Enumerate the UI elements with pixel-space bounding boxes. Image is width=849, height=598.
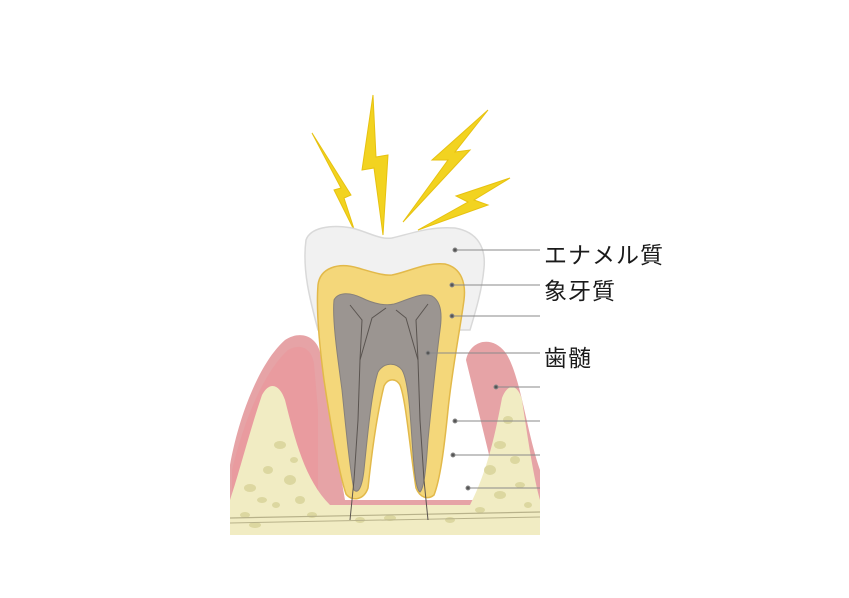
pain-lightning-icons <box>311 94 511 236</box>
label-enamel: エナメル質 <box>544 243 664 269</box>
label-dentin: 象牙質 <box>544 279 616 305</box>
label-pulp: 歯髄 <box>544 346 592 372</box>
nerves <box>349 303 429 521</box>
leader-lines <box>425 247 540 491</box>
pulp <box>333 293 442 493</box>
lightning-bolt-icon <box>361 94 389 236</box>
lightning-bolt-icon <box>417 177 511 231</box>
lightning-bolt-icon <box>402 109 489 223</box>
alveolar-bone <box>230 385 540 535</box>
lightning-bolt-icon <box>311 132 356 233</box>
